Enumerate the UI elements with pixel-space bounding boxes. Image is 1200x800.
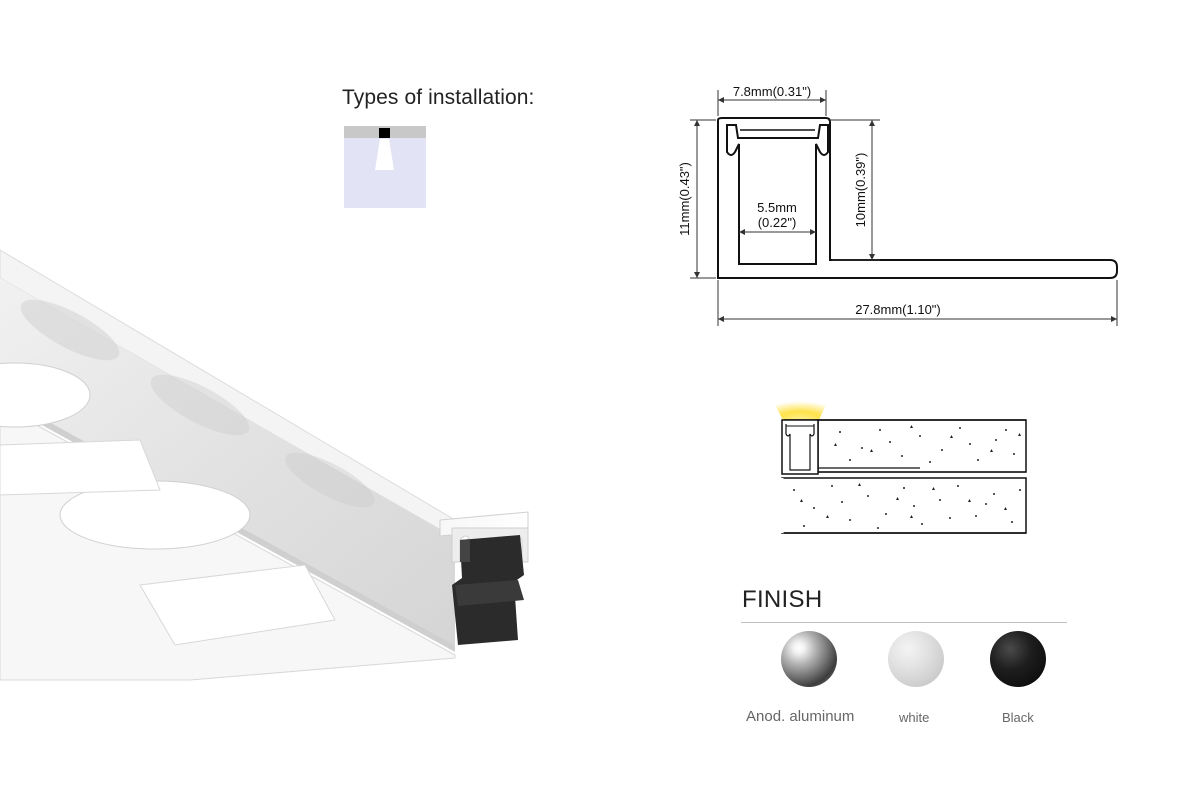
inner-height-label: 10mm(0.39") bbox=[853, 153, 868, 228]
finish-divider bbox=[741, 622, 1067, 623]
installation-title: Types of installation: bbox=[342, 86, 535, 109]
profile-3d-render bbox=[0, 249, 529, 681]
finish-swatch-anodized-aluminum bbox=[781, 631, 837, 687]
finish-title: FINISH bbox=[742, 586, 823, 613]
finish-label-black: Black bbox=[1002, 710, 1034, 725]
total-width-label: 27.8mm(1.10") bbox=[855, 302, 941, 317]
inner-width-in-label: (0.22") bbox=[758, 215, 797, 230]
finish-swatch-white bbox=[888, 631, 944, 687]
dimension-drawing: 7.8mm(0.31") 11mm(0.43") 10mm(0.39") 5.5… bbox=[677, 84, 1118, 326]
finish-label-anodized-aluminum: Anod. aluminum bbox=[746, 708, 855, 725]
installation-type-icon bbox=[344, 126, 426, 208]
top-width-label: 7.8mm(0.31") bbox=[733, 84, 811, 99]
total-height-label: 11mm(0.43") bbox=[677, 162, 692, 236]
finish-swatch-black bbox=[990, 631, 1046, 687]
inner-width-mm-label: 5.5mm bbox=[757, 200, 797, 215]
finish-label-white: white bbox=[899, 710, 930, 725]
installation-section-drawing bbox=[770, 396, 1027, 534]
